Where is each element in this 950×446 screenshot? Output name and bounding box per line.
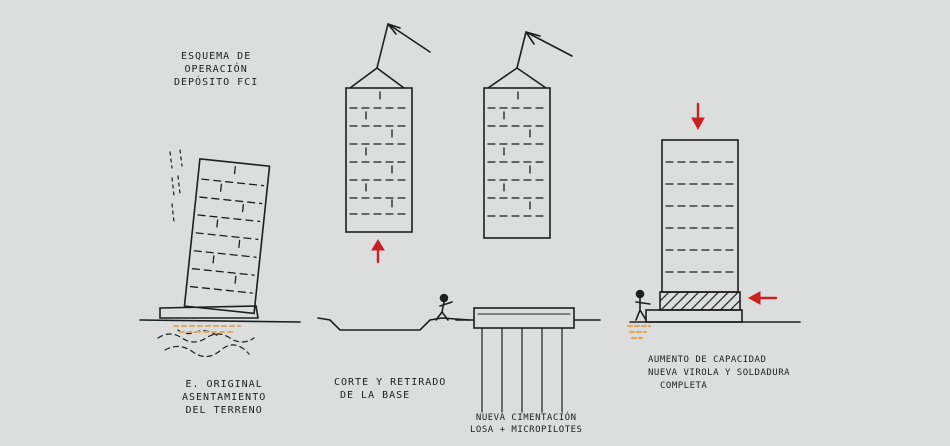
step1-line-2: ASENTAMIENTO (182, 392, 267, 403)
stage2-lifted-tank (317, 23, 471, 331)
step4-line-3: COMPLETA (660, 381, 708, 391)
step4-line-2: NUEVA VIROLA Y SOLDADURA (648, 368, 791, 378)
step1-caption: E. ORIGINAL ASENTAMIENTO DEL TERRENO (182, 378, 266, 417)
arrow-left-icon (747, 291, 778, 305)
title-line-1: ESQUEMA DE (181, 51, 252, 62)
step2-caption: CORTE Y RETIRADO DE LA BASE (334, 376, 446, 402)
title-line-3: DEPÓSITO FCI (174, 77, 259, 88)
stage4-new-tank (626, 139, 801, 340)
step4-line-1: AUMENTO DE CAPACIDAD (648, 355, 767, 365)
red-arrows (371, 102, 778, 305)
step2-line-2: DE LA BASE (340, 390, 411, 401)
step3-caption: NUEVA CIMENTACIÓN LOSA + MICROPILOTES (470, 412, 582, 436)
step3-line-1: NUEVA CIMENTACIÓN (475, 413, 577, 423)
arrow-up-icon (371, 239, 385, 264)
worker-figure-2 (635, 289, 651, 321)
title-line-2: OPERACIÓN (184, 64, 248, 75)
step4-caption: AUMENTO DE CAPACIDAD NUEVA VIROLA Y SOLD… (648, 354, 790, 393)
worker-figure (435, 293, 453, 321)
stage1-tilted-tank (139, 149, 301, 358)
stage3-lifted-tank (455, 31, 601, 413)
arrow-down-icon (691, 102, 705, 131)
step2-line-1: CORTE Y RETIRADO (334, 377, 447, 388)
diagram-title: ESQUEMA DE OPERACIÓN DEPÓSITO FCI (174, 50, 258, 89)
step1-line-1: E. ORIGINAL (185, 379, 263, 390)
step1-line-3: DEL TERRENO (185, 405, 263, 416)
step3-line-2: LOSA + MICROPILOTES (470, 425, 583, 435)
